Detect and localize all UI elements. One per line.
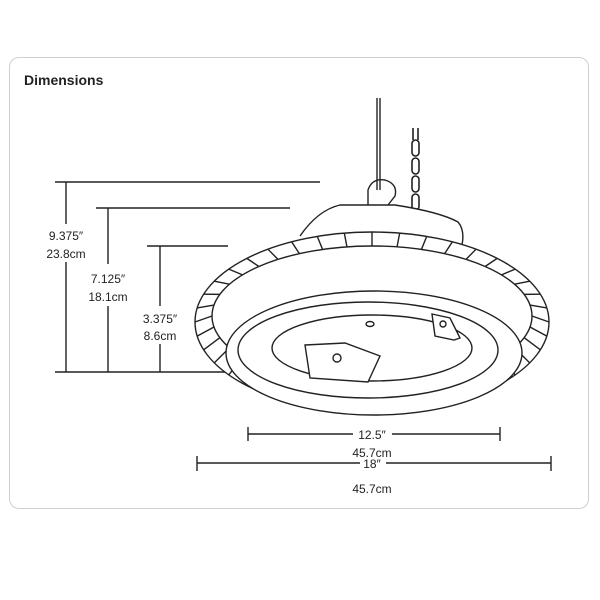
dimensions-panel: [9, 57, 589, 509]
heatsink-fin: [465, 248, 477, 260]
height-dimension-lines: [55, 181, 320, 373]
heatsink-fin: [531, 315, 550, 323]
heatsink-fin: [501, 268, 516, 276]
heatsink-fin: [214, 280, 230, 285]
heatsink-fin: [523, 337, 541, 351]
heatsink-fin: [514, 280, 530, 285]
width-dimension-lines: [196, 427, 552, 471]
heatsink-fin: [267, 248, 279, 260]
inner-width-cm: 45.7cm: [352, 446, 391, 460]
heatsink-fin: [444, 241, 453, 255]
lens-height-inches: 3.375″: [143, 312, 178, 326]
outer-width-cm: 45.7cm: [352, 482, 391, 496]
overall-height-inches: 9.375″: [49, 229, 84, 243]
heatsink-fin: [194, 315, 213, 323]
heatsink-fin: [529, 304, 547, 309]
hook: [367, 179, 397, 206]
high-bay-light-fixture: [194, 98, 550, 416]
mounting-bracket: [304, 342, 381, 383]
body-height-inches: 7.125″: [91, 272, 126, 286]
heatsink-fin: [228, 268, 243, 276]
heatsink-fin: [484, 257, 498, 268]
heatsink-fin: [197, 304, 215, 309]
lens-height-cm: 8.6cm: [144, 329, 177, 343]
heatsink-fin: [316, 236, 324, 250]
heatsink-fin: [196, 326, 215, 337]
outer-width-inches: 18″: [363, 457, 381, 471]
panel-title: Dimensions: [24, 72, 104, 88]
heatsink-fin: [203, 337, 221, 351]
heatsink-fin: [343, 232, 348, 247]
heatsink-fin: [396, 232, 401, 247]
body-height-cm: 18.1cm: [88, 290, 127, 304]
heatsink-fin: [246, 257, 260, 268]
inner-width-inches: 12.5″: [358, 428, 386, 442]
heatsink-fin: [291, 241, 300, 255]
heatsink-fin: [420, 236, 428, 250]
chain: [411, 128, 420, 211]
overall-height-cm: 23.8cm: [46, 247, 85, 261]
heatsink-fin: [529, 326, 548, 337]
